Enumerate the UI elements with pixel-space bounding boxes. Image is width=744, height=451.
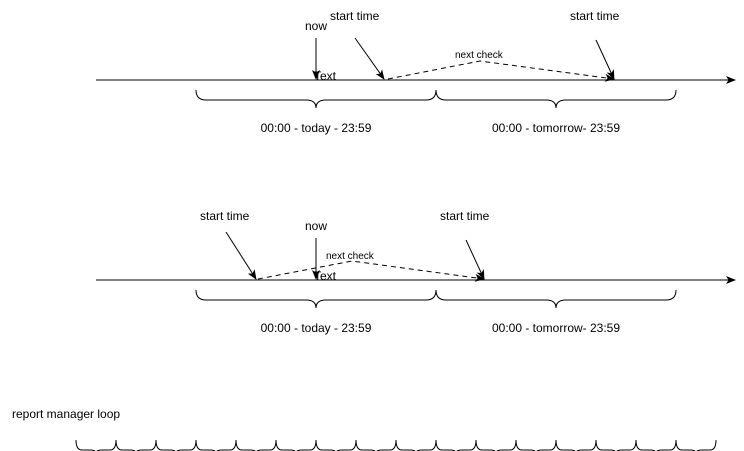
loop-title: report manager loop [12,407,120,421]
loop-brace-segment [635,439,677,451]
loop-brace-segment [195,439,237,451]
loop-brace-segment [355,439,397,451]
start-time-left-label: start time [200,209,250,223]
today-brace [195,89,437,109]
start-time-left-label: start time [330,9,380,23]
loop-brace-segment [515,439,557,451]
loop-brace-segment [595,439,637,451]
loop-brace-segment [75,439,117,451]
scenario-top: now Text start time start time next chec… [96,9,736,135]
tomorrow-brace [435,289,677,309]
now-label: now [305,219,327,233]
loop-brace-segment [115,439,157,451]
text-label: Text [314,269,337,283]
loop-brace-segment [475,439,517,451]
loop-brace-segment [555,439,597,451]
start-time-left-arrow [225,231,257,280]
text-label: Text [314,69,337,83]
loop-brace-segment [235,439,277,451]
loop-brace-segment [315,439,357,451]
scenario-bottom: now Text start time start time next chec… [96,209,736,335]
today-range-label: 00:00 - today - 23:59 [261,121,372,135]
loop-brace-segment [675,439,717,451]
loop-brace-segment [275,439,317,451]
loop-brace-segment [155,439,197,451]
next-check-dashed-arrow [257,260,485,282]
today-range-label: 00:00 - today - 23:59 [261,321,372,335]
start-time-right-label: start time [440,209,490,223]
next-check-dashed-arrow [387,60,615,82]
start-time-left-arrow [354,37,385,80]
now-label: now [305,19,327,33]
next-check-label: next check [455,50,504,61]
start-time-right-arrow [595,39,615,80]
start-time-right-arrow [465,239,485,280]
loop-brace-segment [435,439,477,451]
tomorrow-range-label: 00:00 - tomorrow- 23:59 [492,321,620,335]
next-check-label: next check [326,251,375,262]
report-manager-loop: report manager loop [12,407,717,451]
start-time-right-label: start time [570,9,620,23]
loop-brace-segment [395,439,437,451]
tomorrow-range-label: 00:00 - tomorrow- 23:59 [492,121,620,135]
tomorrow-brace [435,89,677,109]
loop-brace-row [75,439,717,451]
today-brace [195,289,437,309]
